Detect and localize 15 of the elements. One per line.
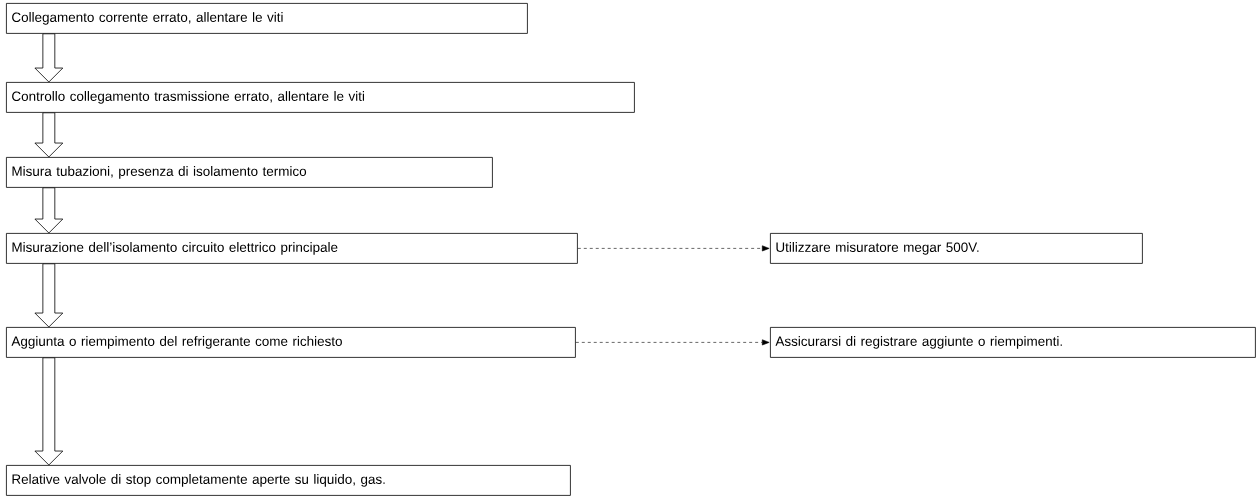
process-box: Relative valvole di stop completamente aperte su liquido, gas. (6, 465, 571, 496)
block-arrow (34, 263, 64, 328)
process-box: Controllo collegamento trasmissione errato, allentare le viti (6, 82, 635, 113)
process-box: Utilizzare misuratore megar 500V. (770, 233, 1143, 264)
process-box: Assicurarsi di registrare aggiunte o riempimenti. (770, 327, 1256, 358)
block-arrow (34, 357, 64, 466)
process-box: Misurazione dell’isolamento circuito elettrico principale (6, 233, 578, 264)
process-box: Aggiunta o riempimento del refrigerante come richiesto (6, 327, 576, 358)
process-box: Collegamento corrente errato, allentare le viti (6, 3, 528, 34)
block-arrow (34, 33, 64, 83)
block-arrow (34, 187, 64, 234)
dashed-arrow (577, 245, 770, 252)
process-box: Misura tubazioni, presenza di isolamento termico (6, 157, 493, 188)
dashed-arrow (575, 339, 770, 346)
block-arrow (34, 112, 64, 158)
